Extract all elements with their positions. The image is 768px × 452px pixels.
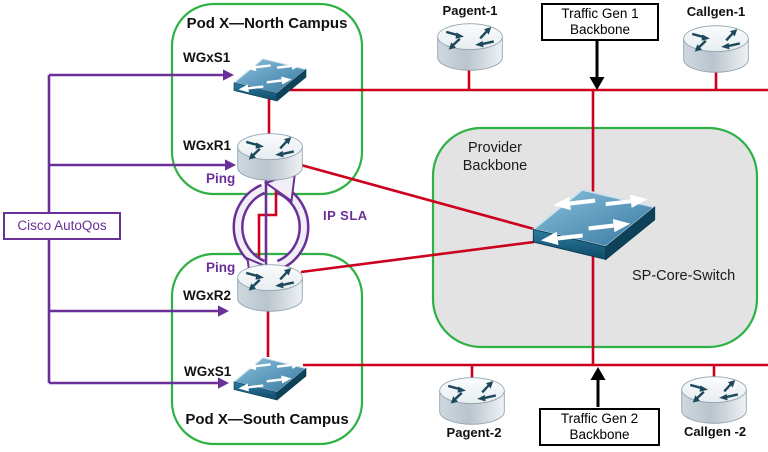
pod-north-title: Pod X—North Campus [186, 15, 348, 32]
wgxr1-label: WGxR1 [183, 138, 232, 153]
callgen2-router-icon [680, 375, 748, 425]
traffic-gen-2-box: Traffic Gen 2 Backbone [539, 408, 660, 446]
tg2-line2: Backbone [569, 427, 630, 442]
pagent1-router-icon [436, 22, 504, 72]
provider-line2: Backbone [462, 158, 528, 174]
wgxs1-south-switch-icon [232, 355, 308, 401]
callgen2-label: Callgen -2 [683, 424, 747, 439]
traffic-gen-1-box: Traffic Gen 1 Backbone [541, 3, 659, 41]
wgxs1-north-label: WGxS1 [183, 50, 231, 65]
ping-top-label: Ping [206, 171, 236, 186]
pod-south-title: Pod X—South Campus [185, 411, 349, 428]
ip-sla-label: IP SLA [323, 208, 368, 223]
wgxs1-south-label: WGxS1 [184, 364, 232, 379]
sp-core-switch-label: SP-Core-Switch [632, 268, 736, 284]
cisco-autoqos-box: Cisco AutoQos [3, 212, 121, 240]
wgxr2-router-icon [236, 263, 304, 313]
traffic-gen-arrows [589, 36, 606, 407]
pagent2-label: Pagent-2 [446, 425, 502, 440]
ping-bottom-label: Ping [206, 260, 236, 275]
callgen1-router-icon [682, 24, 750, 74]
pagent1-label: Pagent-1 [442, 3, 498, 18]
wgxs1-north-switch-icon [232, 56, 308, 102]
wgxr1-router-icon [236, 132, 304, 182]
provider-backbone-label: Provider Backbone [442, 139, 548, 175]
link-wgxr1-wgxr2 [257, 181, 278, 267]
tg2-line1: Traffic Gen 2 [560, 411, 639, 426]
link-wgxr2-core [300, 240, 535, 274]
tg1-line2: Backbone [569, 22, 631, 37]
red-links [257, 68, 768, 378]
wgxr2-label: WGxR2 [183, 288, 232, 303]
pagent2-router-icon [438, 376, 506, 426]
callgen1-label: Callgen-1 [686, 4, 746, 19]
link-wgxr1-core [300, 163, 535, 231]
tg1-line1: Traffic Gen 1 [561, 6, 639, 21]
provider-line1: Provider [468, 140, 522, 156]
